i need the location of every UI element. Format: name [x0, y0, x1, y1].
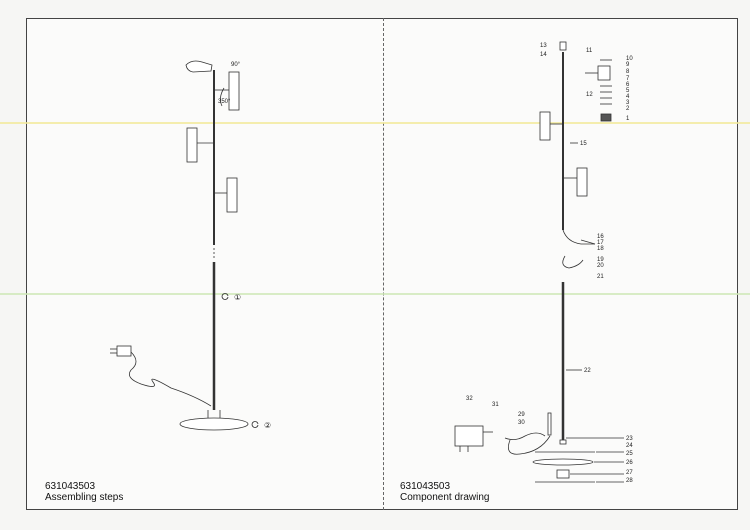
part-label-6: 6 — [626, 82, 630, 88]
part-label-13: 13 — [540, 43, 547, 49]
part-label-16: 16 — [597, 234, 604, 240]
part-label-31: 31 — [492, 402, 499, 408]
part-label-9: 9 — [626, 62, 630, 68]
part-label-17: 17 — [597, 240, 604, 246]
part-label-18: 18 — [597, 246, 604, 252]
part-label-27: 27 — [626, 470, 633, 476]
step-1-marker: ① — [234, 293, 241, 302]
part-number-labels: 1 2 3 4 5 6 7 8 9 10 11 12 13 14 15 16 1… — [466, 43, 633, 484]
part-label-23: 23 — [626, 436, 633, 442]
part-label-25: 25 — [626, 451, 633, 457]
part-label-2: 2 — [626, 106, 630, 112]
scan-highlight-yellow — [0, 122, 750, 124]
part-label-19: 19 — [597, 257, 604, 263]
part-label-26: 26 — [626, 460, 633, 466]
page-frame — [26, 18, 738, 510]
part-label-15: 15 — [580, 141, 587, 147]
part-label-21: 21 — [597, 274, 604, 280]
part-label-14: 14 — [540, 52, 547, 58]
part-label-32: 32 — [466, 396, 473, 402]
component-diagram — [454, 41, 624, 483]
part-label-12: 12 — [586, 92, 593, 98]
part-label-3: 3 — [626, 100, 630, 106]
step-2-marker: ② — [264, 421, 271, 430]
part-label-10: 10 — [626, 56, 633, 62]
part-label-20: 20 — [597, 263, 604, 269]
angle-90-label: 90° — [231, 62, 241, 68]
left-caption: Assembling steps — [45, 492, 124, 503]
part-label-4: 4 — [626, 94, 630, 100]
part-label-22: 22 — [584, 368, 591, 374]
part-label-7: 7 — [626, 76, 630, 82]
part-label-24: 24 — [626, 443, 633, 449]
part-label-29: 29 — [518, 412, 525, 418]
part-label-8: 8 — [626, 69, 630, 75]
part-label-30: 30 — [518, 420, 525, 426]
right-caption: Component drawing — [400, 492, 490, 503]
scan-highlight-green — [0, 293, 750, 295]
part-label-11: 11 — [586, 48, 593, 54]
right-model-number: 631043503 — [400, 481, 451, 492]
part-label-1: 1 — [626, 116, 630, 122]
angle-350-label: 350° — [218, 99, 231, 105]
part-label-5: 5 — [626, 88, 630, 94]
fold-divider — [383, 18, 384, 510]
assembly-diagram — [110, 60, 259, 431]
part-label-28: 28 — [626, 478, 633, 484]
left-model-number: 631043503 — [45, 481, 96, 492]
